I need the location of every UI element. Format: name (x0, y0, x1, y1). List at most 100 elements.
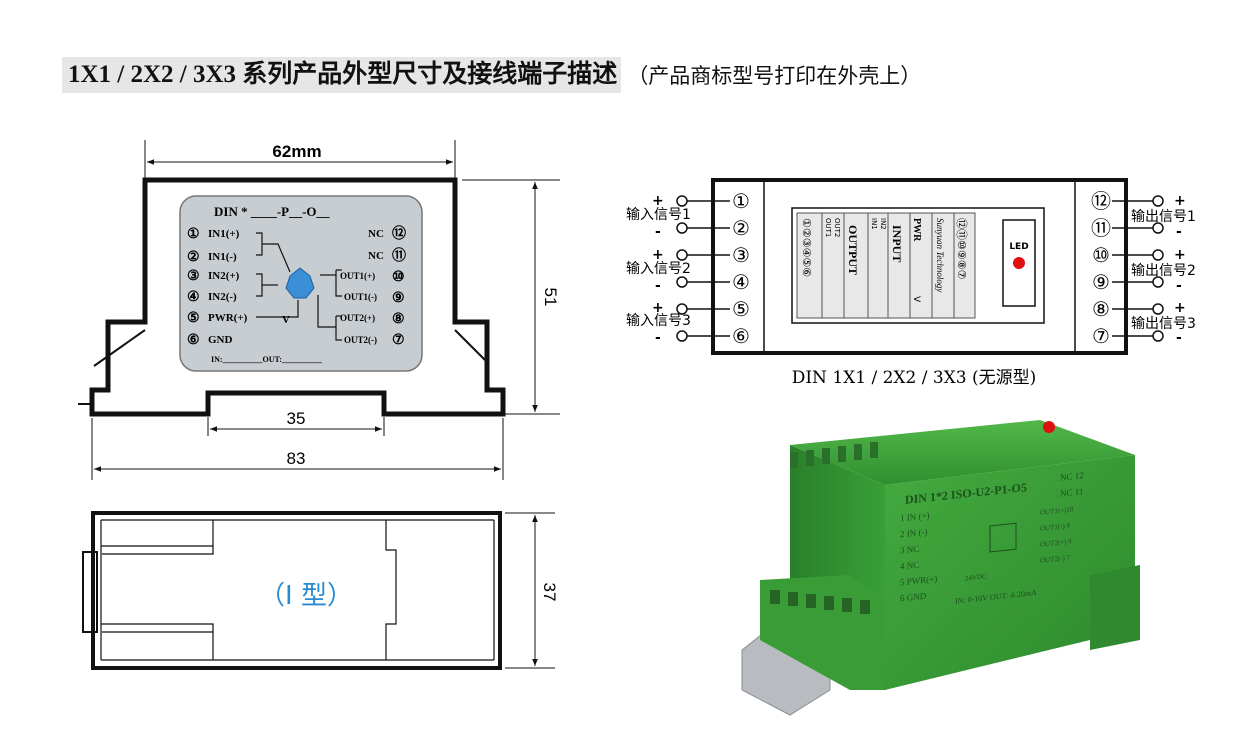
terminal-9: ⑨ (1092, 270, 1110, 294)
pin-label: GND (208, 334, 233, 346)
minus-sign: - (1176, 278, 1182, 294)
input-signal-2-label: 输入信号2 (626, 261, 691, 277)
photo-pin-right: NC 12 (1060, 470, 1084, 483)
pin-label: IN1(-) (208, 251, 237, 263)
input-signal-3-label: 输入信号3 (626, 313, 691, 329)
pin-label: IN1(+) (208, 228, 240, 240)
terminal-3: ③ (732, 243, 750, 267)
pin-label: IN2(+) (208, 270, 240, 282)
photo-pin-left: 5 PWR(+) (900, 574, 937, 588)
title-main: 1X1 / 2X2 / 3X3 系列产品外型尺寸及接线端子描述 (62, 57, 622, 93)
pin-label: IN2(-) (208, 291, 237, 303)
side-view: （I 型） 37 (82, 511, 559, 670)
side-type-label: （I 型） (259, 581, 353, 611)
front-view: 62mm DIN * ____-P__-O__ ① IN1(+) ② IN1(-… (78, 140, 560, 480)
led-indicator-icon (1013, 257, 1025, 269)
front-pins-right: NC ⑫ NC ⑪ OUT1(+) ⑩ OUT1(-) ⑨ OUT2(+) ⑧ … (340, 225, 406, 348)
photo-led-icon (1043, 421, 1055, 433)
pin-label: OUT2(-) (344, 335, 377, 345)
panel-input-label: INPUT (890, 225, 904, 262)
output-signal-1-label: 输出信号1 (1131, 209, 1196, 225)
terminal-5: ⑤ (732, 297, 750, 321)
pin-num: ⑤ (187, 311, 200, 326)
panel-col2-in2: IN2 (879, 218, 887, 230)
terminal-8: ⑧ (1092, 297, 1110, 321)
photo-pin-left: 4 NC (900, 559, 919, 571)
photo-pin-left: 6 GND (900, 591, 927, 604)
pin-label: PWR(+) (208, 312, 248, 324)
dim-83: 83 (287, 449, 306, 468)
photo-pin-right: OUT2(-) 7 (1040, 553, 1071, 564)
pin-num: ⑩ (392, 270, 405, 285)
minus-sign: - (655, 224, 661, 240)
photo-pin-left: 2 IN (-) (900, 527, 927, 540)
pin-num: ② (187, 250, 200, 265)
pin-num: ⑦ (392, 333, 405, 348)
plus-sign: + (1174, 247, 1186, 263)
dim-62mm: 62mm (272, 142, 321, 161)
terminal-4: ④ (732, 270, 750, 294)
pin-num: ⑧ (392, 312, 405, 327)
title-note: （产品商标型号打印在外壳上） (627, 64, 922, 88)
photo-pin-right: NC 11 (1060, 486, 1083, 498)
plus-sign: + (652, 300, 664, 316)
minus-sign: - (1176, 224, 1182, 240)
pwr-v: V (282, 314, 290, 326)
isolation-icon (285, 267, 315, 299)
led-label: LED (1009, 242, 1028, 252)
pin-label: OUT2(+) (340, 313, 375, 323)
terminal-12: ⑫ (1091, 189, 1111, 213)
dim-35: 35 (287, 409, 306, 428)
terminal-2: ② (732, 216, 750, 240)
wiring-diagram: ① ② ③ ④ ⑤ ⑥ ⑫ ⑪ ⑩ ⑨ ⑧ ⑦ (626, 178, 1196, 388)
dim-51: 51 (541, 288, 560, 307)
in-out-line: IN:__________OUT:__________ (211, 355, 323, 364)
pin-num: ⑫ (392, 225, 406, 242)
pin-num: ③ (187, 269, 200, 284)
pin-num: ① (187, 227, 200, 242)
minus-sign: - (655, 330, 661, 346)
pin-num: ⑨ (392, 291, 405, 306)
terminal-10: ⑩ (1092, 243, 1110, 267)
terminal-7: ⑦ (1092, 324, 1110, 348)
terminal-11: ⑪ (1091, 216, 1111, 240)
terminal-6: ⑥ (732, 324, 750, 348)
minus-sign: - (655, 278, 661, 294)
front-model-label: DIN * ____-P__-O__ (214, 204, 330, 219)
front-wiring (256, 232, 342, 341)
terminal-1: ① (732, 189, 750, 213)
panel-col2-in1: IN1 (870, 218, 878, 230)
pin-num: ⑥ (187, 333, 200, 348)
left-terminal-numbers: ① ② ③ ④ ⑤ ⑥ (732, 189, 750, 348)
plus-sign: + (652, 247, 664, 263)
photo-pin-right: OUT1(-) 9 (1040, 521, 1071, 532)
front-pins-left: ① IN1(+) ② IN1(-) ③ IN2(+) ④ IN2(-) ⑤ PW… (187, 227, 248, 348)
panel-brand: Sunyuan Technology (935, 218, 945, 292)
product-photo: DIN 1*2 ISO-U2-P1-O5 1 IN (+) 2 IN (-) 3… (741, 420, 1140, 716)
photo-pin-right: OUT2(+) 8 (1040, 537, 1072, 548)
panel-col1-out1: OUT1 (824, 218, 832, 237)
plus-sign: + (1174, 193, 1186, 209)
panel-v-label: V (911, 296, 921, 303)
wiring-caption: DIN 1X1 / 2X2 / 3X3 (无源型) (792, 368, 1037, 388)
photo-pin-left: 1 IN (+) (900, 510, 930, 523)
panel-right-numbers: ⑫⑪⑩⑨⑧⑦ (955, 218, 968, 280)
pin-label: NC (368, 228, 384, 240)
photo-pin-left: 3 NC (900, 543, 919, 555)
plus-sign: + (1174, 300, 1186, 316)
pin-label: OUT1(-) (344, 292, 377, 302)
minus-sign: - (1176, 330, 1182, 346)
photo-pwr-v: 24VDC (965, 572, 987, 582)
output-signal-2-label: 输出信号2 (1131, 263, 1196, 279)
input-signal-1-label: 输入信号1 (626, 207, 691, 223)
pin-num: ④ (187, 290, 200, 305)
page-title: 1X1 / 2X2 / 3X3 系列产品外型尺寸及接线端子描述 （产品商标型号打… (62, 56, 921, 94)
panel-col1-out2: OUT2 (833, 218, 841, 237)
plus-sign: + (652, 193, 664, 209)
pin-label: NC (368, 250, 384, 262)
right-terminal-numbers: ⑫ ⑪ ⑩ ⑨ ⑧ ⑦ (1091, 189, 1111, 348)
dim-37: 37 (540, 583, 559, 602)
panel-left-numbers: ①②③④⑤⑥ (800, 218, 813, 277)
panel-pwr-label: PWR (911, 218, 922, 242)
